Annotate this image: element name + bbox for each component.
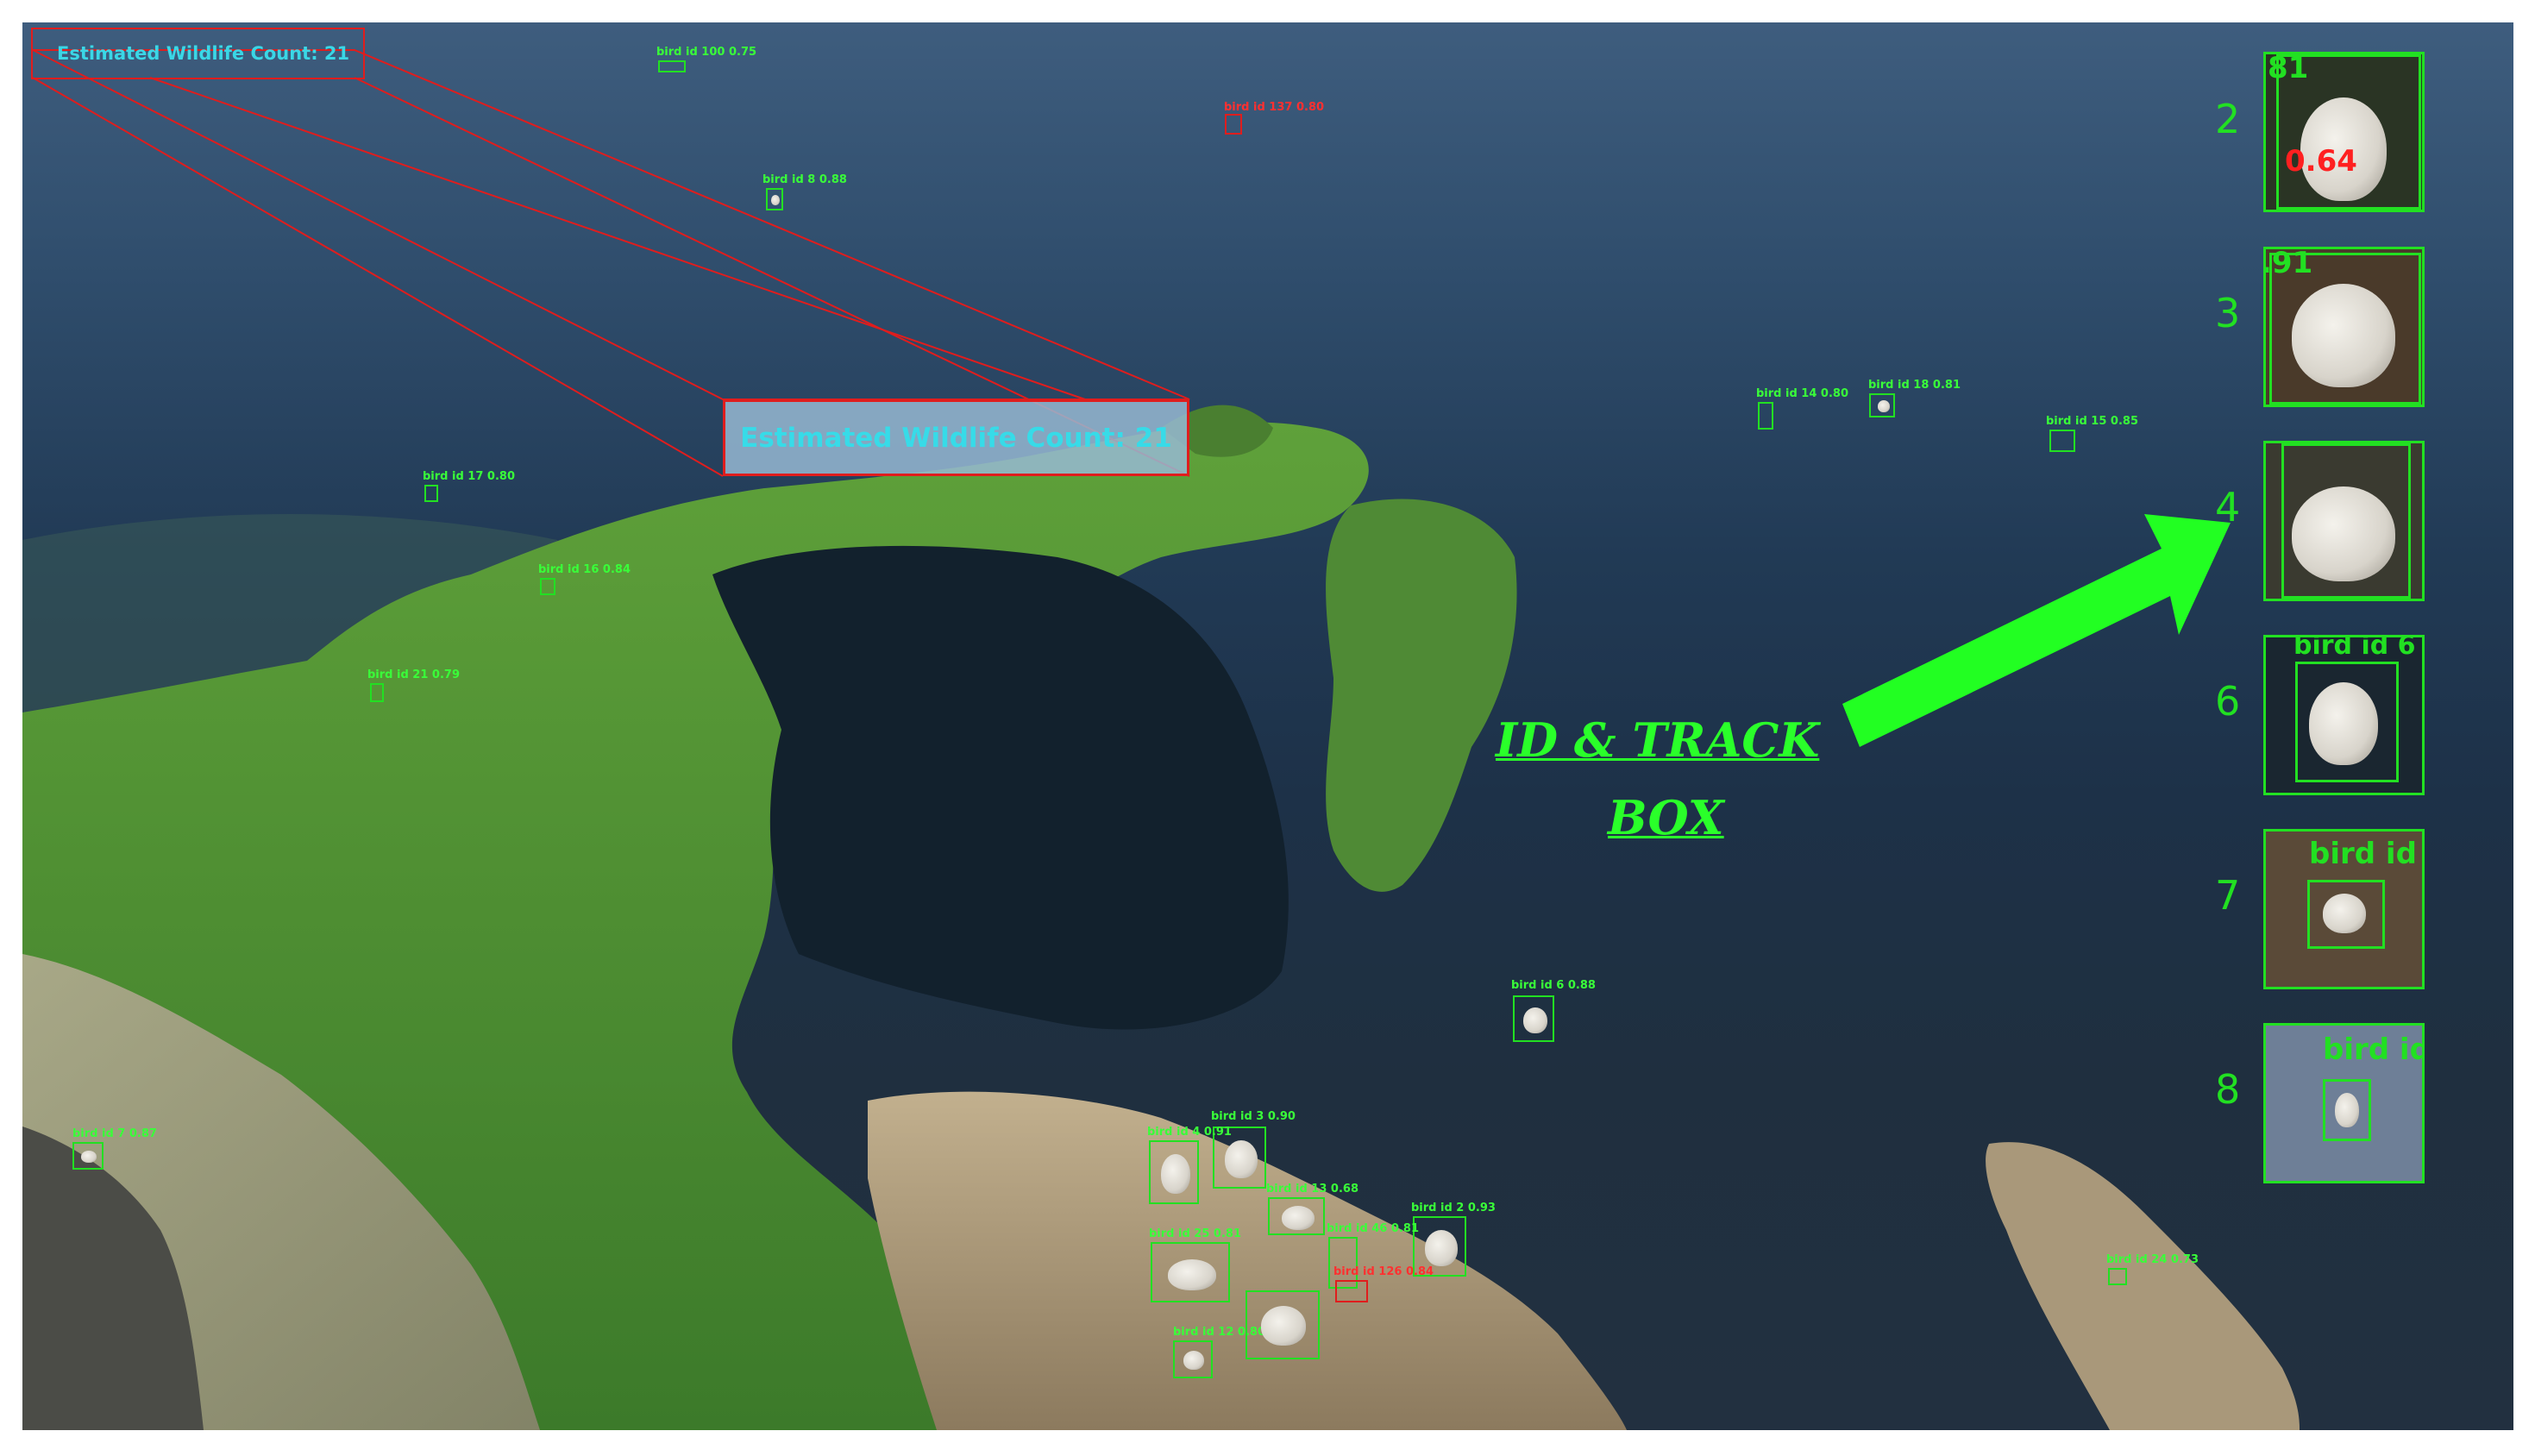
detection-box	[2108, 1268, 2127, 1285]
thumb-index: 8	[2215, 1066, 2241, 1113]
detection-box	[1246, 1290, 1320, 1359]
detection-label: bird id 18 0.81	[1868, 379, 1961, 392]
detection-label: bird id 14 0.80	[1756, 387, 1848, 400]
detection-box	[1513, 995, 1554, 1042]
thumbnail-2: 81 0.64	[2263, 52, 2425, 212]
detection-box	[1149, 1140, 1199, 1204]
thumbnail-6: bird id 6	[2263, 635, 2425, 795]
thumb-index: 2	[2215, 96, 2241, 142]
wildlife-count-small: Estimated Wildlife Count: 21	[31, 28, 365, 79]
detection-box	[1225, 114, 1242, 135]
detection-label: bird id 126 0.84	[1333, 1265, 1434, 1278]
detection-label: bird id 6 0.88	[1511, 979, 1596, 992]
detection-label: bird id 21 0.79	[367, 668, 460, 681]
detection-label: bird id 8 0.88	[762, 173, 847, 186]
detection-label: bird id 12 0.80	[1173, 1326, 1265, 1339]
detection-box	[1213, 1127, 1266, 1189]
detection-box	[766, 188, 783, 210]
detection-box	[424, 485, 438, 502]
thumb-index: 7	[2215, 872, 2241, 919]
detection-label: bird id 24 0.73	[2106, 1253, 2199, 1266]
detection-label: bird id 13 0.68	[1266, 1183, 1358, 1196]
detection-box	[1173, 1340, 1213, 1378]
arrow-icon	[1842, 514, 2231, 747]
detection-box	[1758, 402, 1773, 430]
detection-label: bird id 7 0.87	[72, 1127, 157, 1140]
detection-label: bird id 25 0.81	[1149, 1227, 1241, 1240]
detection-box	[1151, 1242, 1230, 1302]
detection-box	[540, 578, 555, 595]
callout-text-line2: BOX	[1608, 790, 1724, 845]
thumb-overlay-top: bird id 6	[2293, 635, 2416, 661]
detection-box	[1328, 1237, 1358, 1289]
thumbnail-7: bird id	[2263, 829, 2425, 989]
detection-box	[1335, 1280, 1368, 1302]
thumb-overlay-top: .91	[2263, 247, 2313, 280]
thumb-overlay-score: 0.64	[2285, 144, 2357, 179]
thumbnail-3: .91	[2263, 247, 2425, 407]
detection-label: bird id 100 0.75	[656, 46, 757, 59]
thumb-overlay-top: bird id	[2309, 837, 2417, 871]
detection-label: bird id 16 0.84	[538, 563, 631, 576]
detection-box	[1869, 393, 1895, 417]
detection-box	[72, 1142, 104, 1170]
detection-label: bird id 3 0.90	[1211, 1110, 1296, 1123]
detection-label: bird id 4 0.91	[1147, 1126, 1232, 1139]
aerial-photo: Estimated Wildlife Count: 21 Estimated W…	[22, 22, 2513, 1430]
callout-text-line1: ID & TRACK	[1496, 712, 1820, 768]
detection-box	[1413, 1216, 1466, 1277]
thumbnail-4	[2263, 441, 2425, 601]
detection-label: bird id 17 0.80	[423, 470, 515, 483]
thumb-index: 3	[2215, 290, 2241, 336]
thumb-overlay-top: 81	[2268, 52, 2309, 85]
landscape-art	[22, 49, 2300, 1430]
thumb-index: 4	[2215, 484, 2241, 530]
detection-label: bird id 15 0.85	[2046, 415, 2138, 428]
detection-box	[370, 683, 384, 702]
detection-box	[1268, 1197, 1325, 1235]
detection-box	[2049, 430, 2075, 452]
detection-label: bird id 46 0.81	[1327, 1222, 1419, 1235]
detection-label: bird id 2 0.93	[1411, 1202, 1496, 1214]
thumb-overlay-top: bird id	[2323, 1032, 2425, 1067]
thumbnail-8: bird id	[2263, 1023, 2425, 1183]
wildlife-count-large: Estimated Wildlife Count: 21	[723, 399, 1189, 476]
detection-box	[658, 60, 686, 72]
detection-label: bird id 137 0.80	[1224, 101, 1325, 114]
thumb-index: 6	[2215, 678, 2241, 725]
